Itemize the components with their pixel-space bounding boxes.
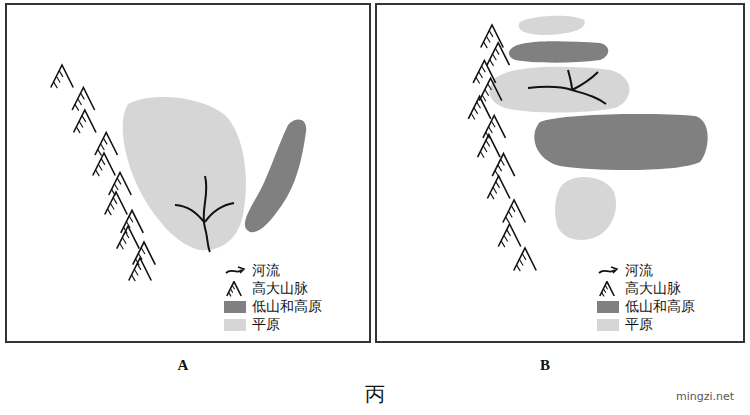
- legend-text: 河流: [252, 262, 280, 280]
- plain: [519, 16, 585, 35]
- legend-text: 高大山脉: [625, 280, 681, 298]
- river: [528, 70, 606, 104]
- mountain-sample: [224, 281, 246, 297]
- legend-text: 高大山脉: [252, 280, 308, 298]
- legend-item: 平原: [224, 316, 280, 333]
- panel-label: A: [178, 357, 189, 374]
- legend-swatch: [597, 301, 619, 313]
- river: [175, 176, 234, 252]
- legend-text: 平原: [252, 316, 280, 334]
- panel-frame: [6, 4, 370, 342]
- mountain-range: [51, 65, 156, 281]
- watermark: mingzi.net: [676, 390, 734, 403]
- low-mountain: [245, 120, 306, 233]
- legend-swatch: [597, 319, 619, 331]
- plain: [555, 177, 616, 240]
- legend-swatch: [224, 301, 246, 313]
- plain: [489, 67, 629, 113]
- legend-item: 河流: [597, 262, 653, 279]
- legend-item: 高大山脉: [597, 280, 681, 297]
- legend-item: 河流: [224, 262, 280, 279]
- panel-label: B: [540, 357, 550, 374]
- figure-caption: 丙: [365, 381, 385, 408]
- panel-frame: [376, 4, 744, 342]
- legend-text: 低山和高原: [252, 298, 322, 316]
- legend-item: 平原: [597, 316, 653, 333]
- river-sample: [597, 263, 619, 279]
- low-mountain: [509, 41, 608, 62]
- legend-text: 低山和高原: [625, 298, 695, 316]
- legend-text: 平原: [625, 316, 653, 334]
- mountain-sample: [597, 281, 619, 297]
- river-sample: [224, 263, 246, 279]
- low-mountain: [534, 114, 707, 170]
- legend-item: 高大山脉: [224, 280, 308, 297]
- legend-text: 河流: [625, 262, 653, 280]
- mountain-range: [468, 25, 536, 271]
- legend-swatch: [224, 319, 246, 331]
- legend-item: 低山和高原: [597, 298, 695, 315]
- legend-item: 低山和高原: [224, 298, 322, 315]
